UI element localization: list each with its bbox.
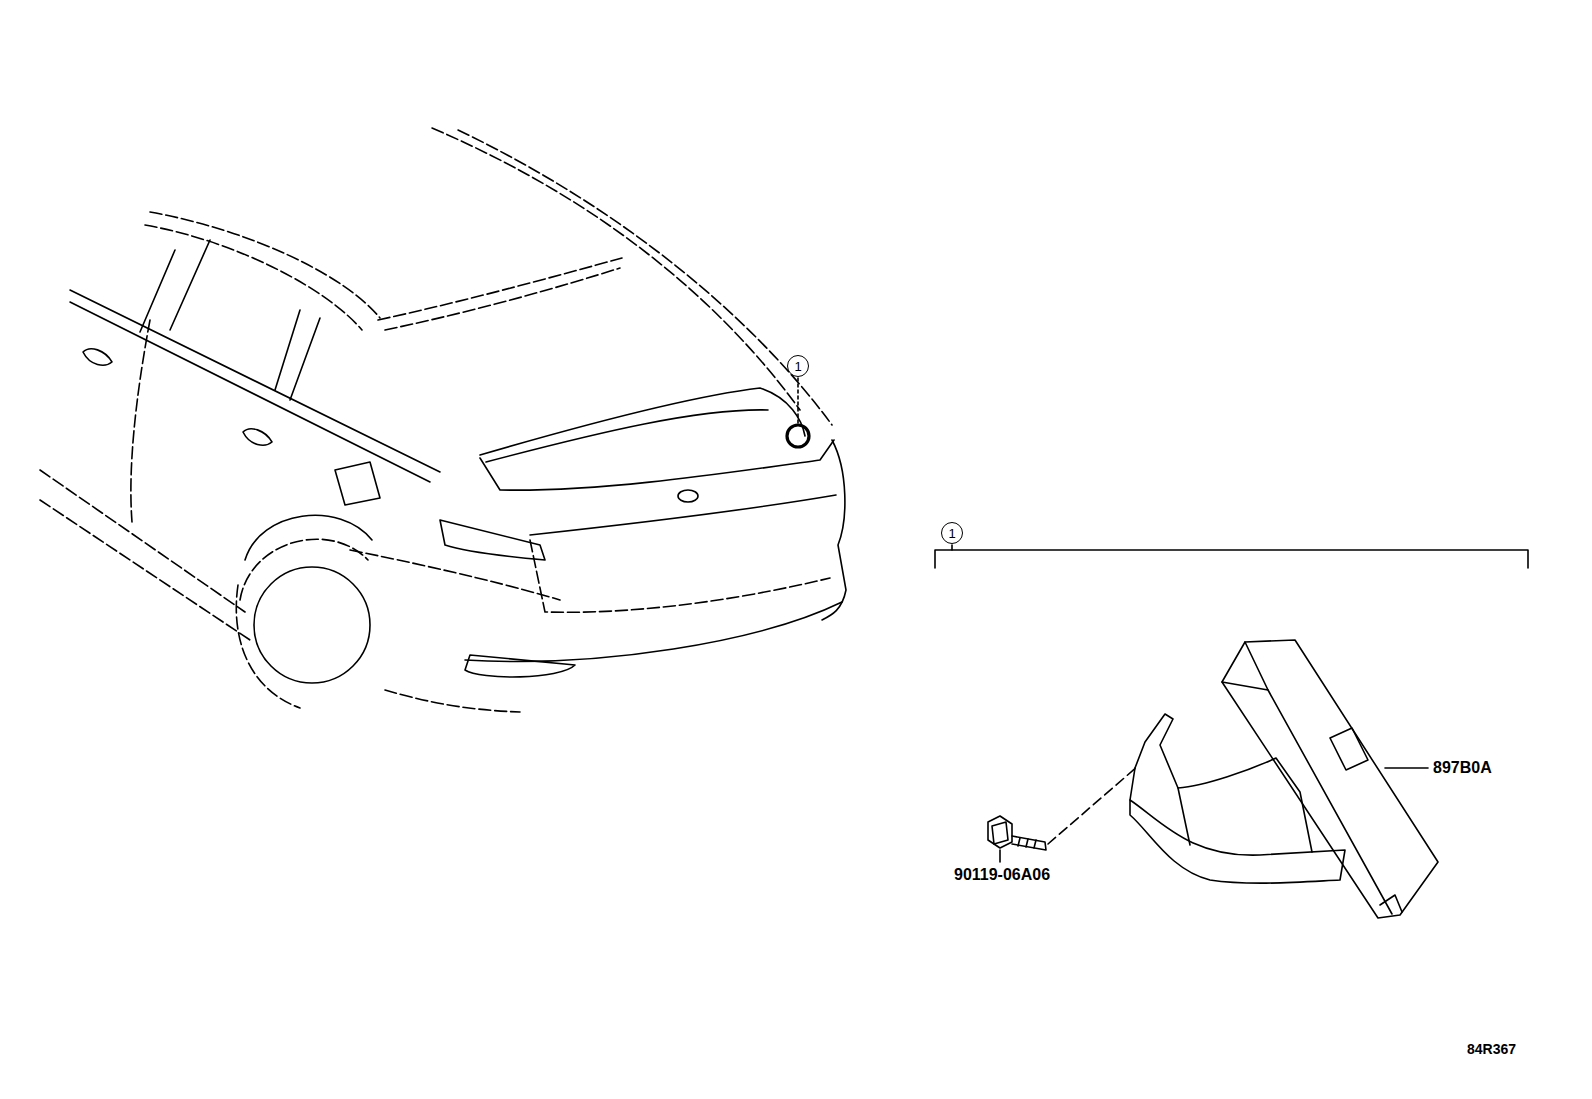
location-mark (787, 378, 809, 447)
drawing-code: 84R367 (1466, 1042, 1517, 1056)
bolt (988, 766, 1138, 862)
callout-circle: 1 (941, 522, 963, 544)
control-module (1222, 640, 1438, 918)
part-number: 90119-06A06 (953, 867, 1051, 883)
callout-circle: 1 (787, 355, 809, 377)
car-body (40, 128, 846, 712)
mounting-bracket (1130, 714, 1345, 883)
group-bracket (935, 545, 1528, 568)
callout-number: 1 (948, 527, 955, 540)
part-number: 897B0A (1432, 760, 1493, 776)
callout-number: 1 (794, 360, 801, 373)
